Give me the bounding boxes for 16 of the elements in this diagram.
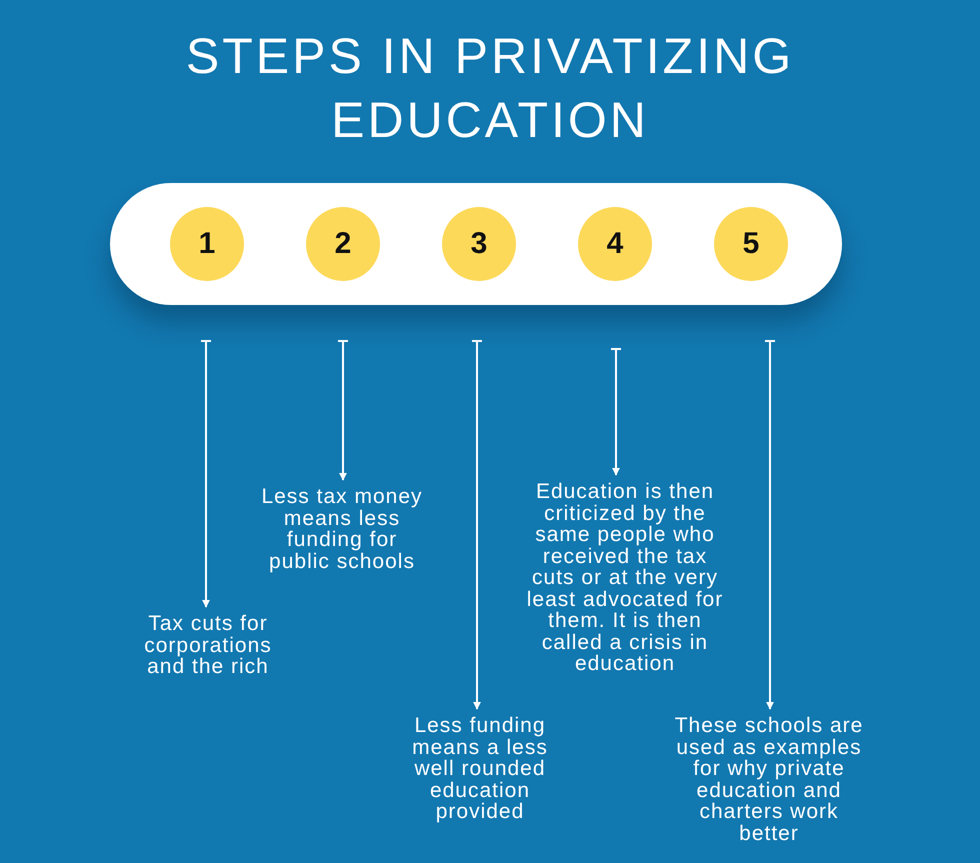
arrow xyxy=(472,340,482,710)
arrow xyxy=(611,348,621,476)
step-description: Tax cuts for corporations and the rich xyxy=(128,613,288,678)
arrow xyxy=(338,340,348,481)
arrow xyxy=(201,340,211,608)
step-description: Less funding means a less well rounded education provided xyxy=(400,715,560,822)
step-description: Less tax money means less funding for public schools xyxy=(257,486,427,572)
title: STEPS IN PRIVATIZING EDUCATION xyxy=(184,27,796,150)
step-description: Education is then criticized by the same people who received the tax cuts or at the very least advocated for them. It is then called a crisis in education xyxy=(520,481,730,674)
step-number: 1 xyxy=(170,207,244,281)
step-number: 4 xyxy=(578,207,652,281)
step-number: 5 xyxy=(714,207,788,281)
step-number: 3 xyxy=(442,207,516,281)
step-number: 2 xyxy=(306,207,380,281)
step-description: These schools are used as examples for why private education and charters work better xyxy=(673,715,865,844)
arrow xyxy=(765,340,775,710)
